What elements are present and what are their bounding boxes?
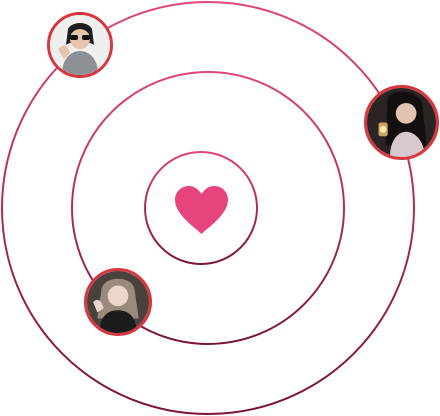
user-avatar-3[interactable]	[84, 268, 152, 336]
heart-icon	[173, 184, 230, 236]
user-avatar-icon	[367, 88, 436, 157]
middle-orbit	[71, 71, 345, 345]
user-avatar-2[interactable]	[364, 85, 439, 160]
user-avatar-icon	[87, 271, 149, 333]
user-avatar-icon	[50, 15, 110, 75]
inner-orbit	[144, 151, 258, 265]
outer-orbit	[1, 1, 415, 415]
user-avatar-1[interactable]	[47, 12, 113, 78]
